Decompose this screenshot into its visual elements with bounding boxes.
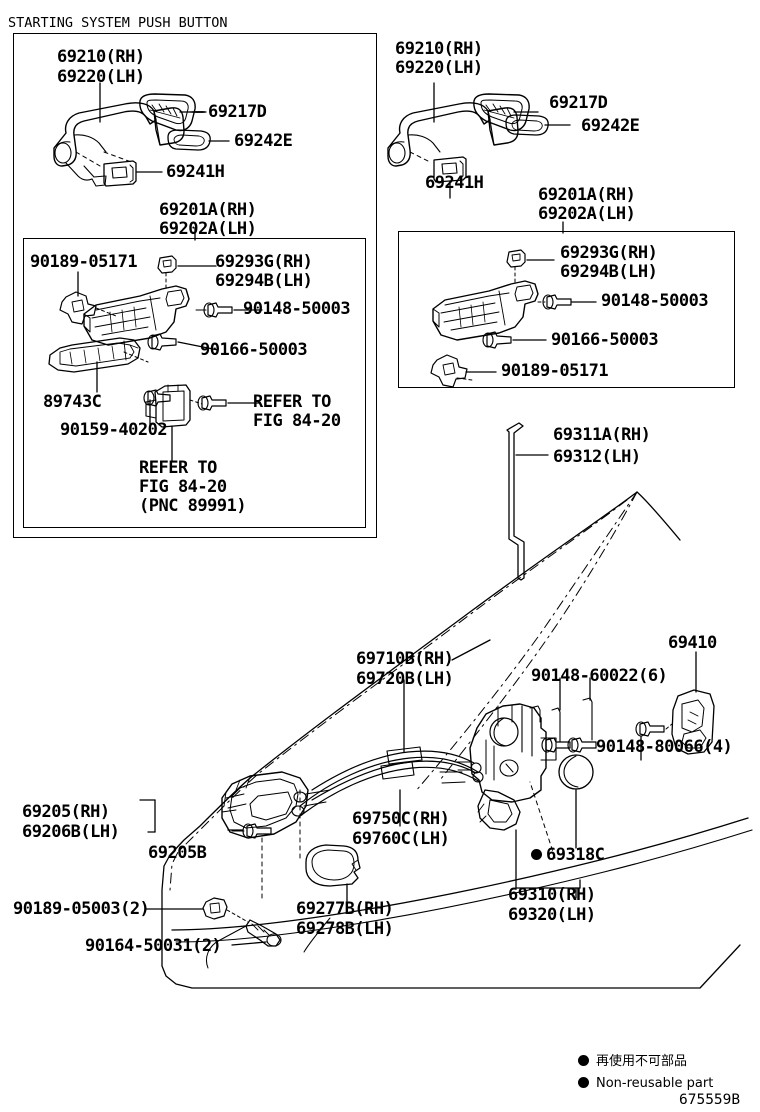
callout-69310-l1: 69310(RH) (508, 885, 596, 905)
callout-69205-l1: 69205(RH) (22, 802, 110, 822)
callout-refer-84-20-b-l2: FIG 84-20 (139, 477, 227, 497)
callout-refer-84-20-b-l1: REFER TO (139, 458, 217, 478)
door-striker (635, 689, 715, 755)
inside-handle-bezel (305, 844, 361, 887)
callout-69201a-left-l1: 69201A(RH) (159, 200, 257, 220)
callout-69410: 69410 (668, 633, 717, 653)
callout-69210-right-l2: 69220(LH) (395, 58, 483, 78)
callout-69311a-l2: 69312(LH) (553, 447, 641, 467)
left-panel-frame (13, 33, 377, 538)
left-outer-door-handle (53, 93, 211, 187)
leader-m2b (451, 639, 491, 661)
callout-69217d-right: 69217D (549, 93, 608, 113)
callout-90148-50003-left: 90148-50003 (243, 299, 351, 319)
callout-refer-84-20-a-l2: FIG 84-20 (253, 411, 341, 431)
callout-90159-40202: 90159-40202 (60, 420, 168, 440)
inside-door-handle (221, 771, 309, 901)
callout-69293g-left-l2: 69294B(LH) (215, 271, 313, 291)
callout-69217d-left: 69217D (208, 102, 267, 122)
non-reusable-marker-69318c (531, 849, 542, 860)
front-door-outline (161, 491, 753, 989)
sheet-title: STARTING SYSTEM PUSH BUTTON (8, 15, 228, 31)
callout-90166-50003-right: 90166-50003 (551, 330, 659, 350)
legend-text-jp: 再使用不可部品 (596, 1054, 688, 1069)
callout-69311a-l1: 69311A(RH) (553, 425, 651, 445)
callout-69277b-l2: 69278B(LH) (296, 919, 394, 939)
callout-90148-50003-right: 90148-50003 (601, 291, 709, 311)
callout-90164-50031: 90164-50031(2) (85, 936, 222, 956)
leader-m13 (231, 941, 267, 946)
callout-69750c-l1: 69750C(RH) (352, 809, 450, 829)
callout-69205b: 69205B (148, 843, 207, 863)
callout-69277b-l1: 69277B(RH) (296, 899, 394, 919)
leader-li4 (177, 341, 219, 351)
callout-90148-80066: 90148-80066(4) (596, 737, 733, 757)
callout-90189-05171-left: 90189-05171 (30, 252, 138, 272)
callout-69242e-left: 69242E (234, 131, 293, 151)
right-outer-door-handle (387, 93, 549, 183)
callout-69750c-l2: 69760C(LH) (352, 829, 450, 849)
callout-69293g-left-l1: 69293G(RH) (215, 252, 313, 272)
callout-69241h-left: 69241H (166, 162, 225, 182)
legend-marker-en (578, 1077, 589, 1088)
callout-69210-left-line1: 69210(RH) (57, 47, 145, 67)
callout-69210-left-line2: 69220(LH) (57, 67, 145, 87)
callout-69242e-right: 69242E (581, 116, 640, 136)
callout-90166-50003-left: 90166-50003 (200, 340, 308, 360)
callout-69210-right-l1: 69210(RH) (395, 39, 483, 59)
left-handle-base-detail (48, 255, 233, 428)
callout-69201a-right-l2: 69202A(LH) (538, 204, 636, 224)
callout-69310-l2: 69320(LH) (508, 905, 596, 925)
callout-69710b-l2: 69720B(LH) (356, 669, 454, 689)
callout-90148-60022: 90148-60022(6) (531, 666, 668, 686)
right-inner-panel-frame (398, 231, 735, 388)
callout-69201a-right-l1: 69201A(RH) (538, 185, 636, 205)
callout-refer-84-20-b-l3: (PNC 89991) (139, 496, 247, 516)
right-handle-base-detail (430, 249, 572, 388)
callout-90189-05003: 90189-05003(2) (13, 899, 150, 919)
callout-69293g-right-l2: 69294B(LH) (560, 262, 658, 282)
callout-69293g-right-l1: 69293G(RH) (560, 243, 658, 263)
figure-code: 675559B (679, 1092, 741, 1108)
callout-69241h-right: 69241H (425, 173, 484, 193)
callout-69201a-left-l2: 69202A(LH) (159, 219, 257, 239)
callout-69710b-l1: 69710B(RH) (356, 649, 454, 669)
handle-fasteners (202, 897, 282, 969)
legend-text-en: Non-reusable part (596, 1076, 714, 1091)
lock-bolts (529, 697, 597, 753)
callout-90189-05171-right: 90189-05171 (501, 361, 609, 381)
door-lock-assembly (454, 703, 594, 846)
callout-refer-84-20-a-l1: REFER TO (253, 392, 331, 412)
door-lock-cables (291, 746, 484, 817)
door-lock-rod (506, 422, 525, 581)
callout-69318c: 69318C (546, 845, 605, 865)
callout-89743c: 89743C (43, 392, 102, 412)
legend-marker-jp (578, 1055, 589, 1066)
callout-69205-l2: 69206B(LH) (22, 822, 120, 842)
